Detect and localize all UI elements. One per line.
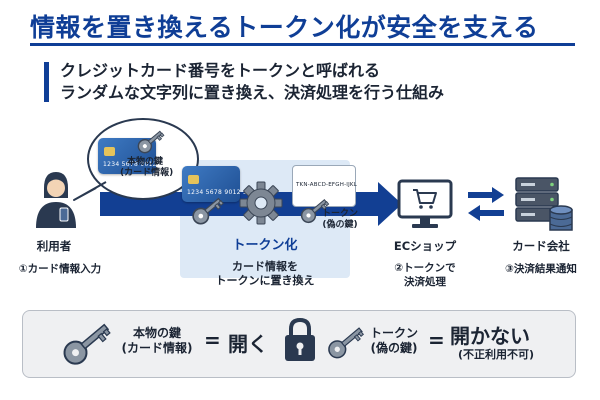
real-key-label: 本物の鍵 (カード情報) [112,326,202,356]
real-key-label-line-1: 本物の鍵 [132,326,181,340]
subtitle-line-1: クレジットカード番号をトークンと呼ばれる [60,61,381,80]
token-compare-label: トークン (偽の鍵) [362,326,426,356]
subtitle-accent-bar [44,62,49,102]
credit-card-icon-2: 1234 5678 9012 3456 [182,166,259,202]
key-icon-3 [300,199,330,224]
token-compare-label-line-1: トークン [369,326,418,340]
token-key-label-line-2: (偽の鍵) [322,220,358,230]
gear-icon [239,181,283,225]
bubble-key-label-line-1: 本物の鍵 [126,157,163,167]
subtitle: クレジットカード番号をトークンと呼ばれる ランダムな文字列に置き換え、決済処理を… [60,60,444,104]
bubble-key-label-line-2: (カード情報) [120,168,174,178]
tokenize-caption-line-2: トークンに置き換え [215,274,315,287]
title-underline [30,43,575,46]
token-key-label-line-1: トークン [321,209,358,219]
computer-cart-icon [397,179,453,228]
bubble-key-label: 本物の鍵 (カード情報) [120,157,174,179]
page-title: 情報を置き換えるトークン化が安全を支える [30,13,539,42]
exchange-arrows-icon [468,187,504,221]
tokenize-card-number: 1234 5678 9012 3456 [187,189,260,196]
equals-sign-2: = [428,328,445,352]
person-icon [36,172,76,228]
server-database-icon [515,177,573,231]
subtitle-line-2: ランダムな文字列に置き換え、決済処理を行う仕組み [60,83,445,102]
tokenize-caption: カード情報を トークンに置き換え [190,260,340,288]
key-icon-5 [328,327,365,359]
token-compare-label-line-2: (偽の鍵) [370,341,418,355]
real-key-label-line-2: (カード情報) [121,341,193,355]
padlock-icon [285,317,315,361]
card-chip [104,147,115,156]
bubble-card-number: 1234 5678 9012 3456 [103,161,176,168]
ec-shop-step-line-2: 決済処理 [404,276,446,288]
tokenize-caption-line-1: カード情報を [232,260,298,273]
thought-bubble [87,118,199,200]
token-key-label: トークン (偽の鍵) [318,209,362,231]
ec-shop-step: ②トークンで 決済処理 [378,261,472,289]
ec-shop-label: ECショップ [393,239,457,253]
user-step-label: ①カード情報入力 [18,263,102,275]
tokenize-label: トークン化 [232,238,298,253]
key-icon-2 [192,197,224,225]
equals-sign-1: = [204,328,221,352]
card-chip-2 [188,175,199,184]
not-open-label: 開かない [450,324,530,348]
key-icon [137,130,165,154]
bubble-tail [73,181,107,201]
card-company-label: カード会社 [512,239,570,253]
card-company-step: ③決済結果通知 [505,263,577,275]
ec-shop-step-line-1: ②トークンで [394,262,456,274]
key-icon-4 [63,323,111,365]
not-open-note: (不正利用不可) [457,348,535,361]
token-text: TKN-ABCD-EFGH-IJKL [296,182,357,188]
opens-label: 開く [228,332,268,356]
user-label: 利用者 [36,239,72,253]
